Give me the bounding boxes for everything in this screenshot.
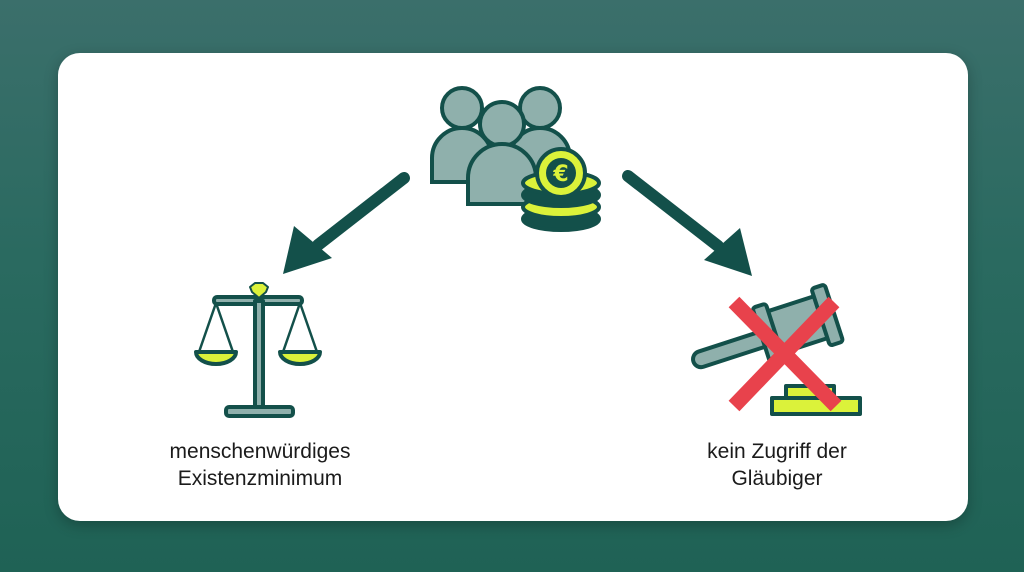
caption-line: Existenzminimum bbox=[177, 467, 343, 490]
svg-text:€: € bbox=[552, 162, 568, 187]
scales-icon bbox=[194, 282, 322, 418]
euro-coins-icon: € bbox=[521, 147, 601, 232]
caption-kein-zugriff: kein Zugriff der Gläubiger bbox=[617, 438, 937, 492]
caption-line: menschenwürdiges bbox=[169, 440, 351, 463]
people-group-icon bbox=[430, 86, 572, 206]
arrow-right-icon bbox=[622, 170, 752, 276]
arrow-left-icon bbox=[283, 172, 410, 274]
caption-line: kein Zugriff der bbox=[707, 440, 847, 463]
cross-out-icon bbox=[728, 296, 842, 412]
caption-line: Gläubiger bbox=[731, 467, 823, 490]
caption-existenzminimum: menschenwürdiges Existenzminimum bbox=[100, 438, 420, 492]
